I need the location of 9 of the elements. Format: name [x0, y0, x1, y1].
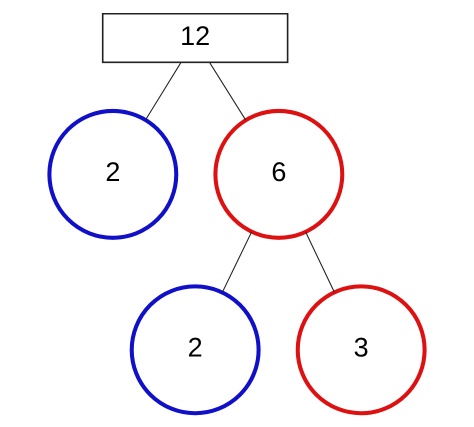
- connector: [222, 232, 252, 292]
- connector: [209, 62, 246, 120]
- node-circle: 2: [130, 284, 261, 416]
- connector: [305, 232, 335, 292]
- connector: [145, 62, 182, 120]
- node-circle: 6: [213, 108, 344, 240]
- node-box: 12: [102, 12, 288, 64]
- node-circle: 3: [296, 284, 427, 416]
- node-circle: 2: [47, 108, 178, 240]
